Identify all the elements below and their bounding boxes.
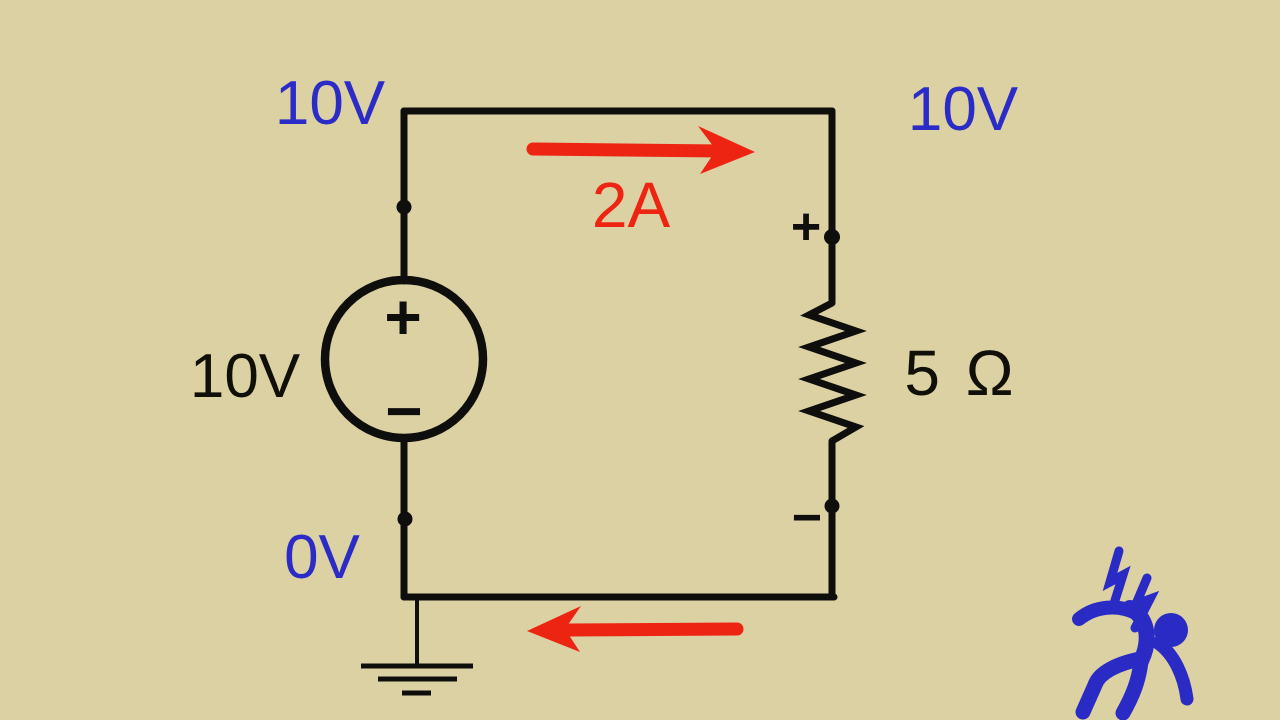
current-arrow-bottom-head	[527, 606, 581, 652]
source-plus-sign: +	[384, 281, 422, 353]
node-dots	[396, 199, 840, 527]
node-dot-resistor-bottom	[824, 498, 840, 514]
lightning-bolt-left	[1102, 546, 1131, 615]
logo-leg-right	[1115, 653, 1149, 720]
resistor-minus-sign: −	[791, 489, 823, 547]
resistor-plus-sign: +	[790, 198, 822, 256]
node-label-top-right: 10V	[907, 75, 1019, 144]
current-arrow-bottom-icon	[527, 606, 744, 652]
current-arrow-top-icon	[526, 126, 755, 174]
node-label-bottom-left: 0V	[284, 523, 360, 592]
resistor-symbol	[798, 299, 867, 445]
node-dot-resistor-top	[824, 229, 840, 245]
logo-arm-right	[1151, 636, 1194, 706]
ground-icon	[361, 599, 473, 696]
electrocution-logo-icon	[1072, 546, 1194, 720]
voltage-source-symbol	[320, 275, 488, 443]
current-value-label: 2A	[591, 169, 671, 241]
logo-leg-left	[1075, 651, 1148, 720]
current-arrow-top-head	[698, 126, 755, 174]
resistor-value-label: 5 Ω	[904, 337, 1018, 409]
source-value-label: 10V	[189, 342, 301, 411]
node-dot-bottom-left	[397, 511, 413, 527]
node-label-top-left: 10V	[274, 69, 386, 138]
current-arrow-bottom-shaft	[563, 622, 744, 637]
source-minus-sign: −	[385, 375, 423, 447]
node-dot-top-left	[396, 199, 412, 215]
current-arrow-top-shaft	[526, 142, 729, 158]
